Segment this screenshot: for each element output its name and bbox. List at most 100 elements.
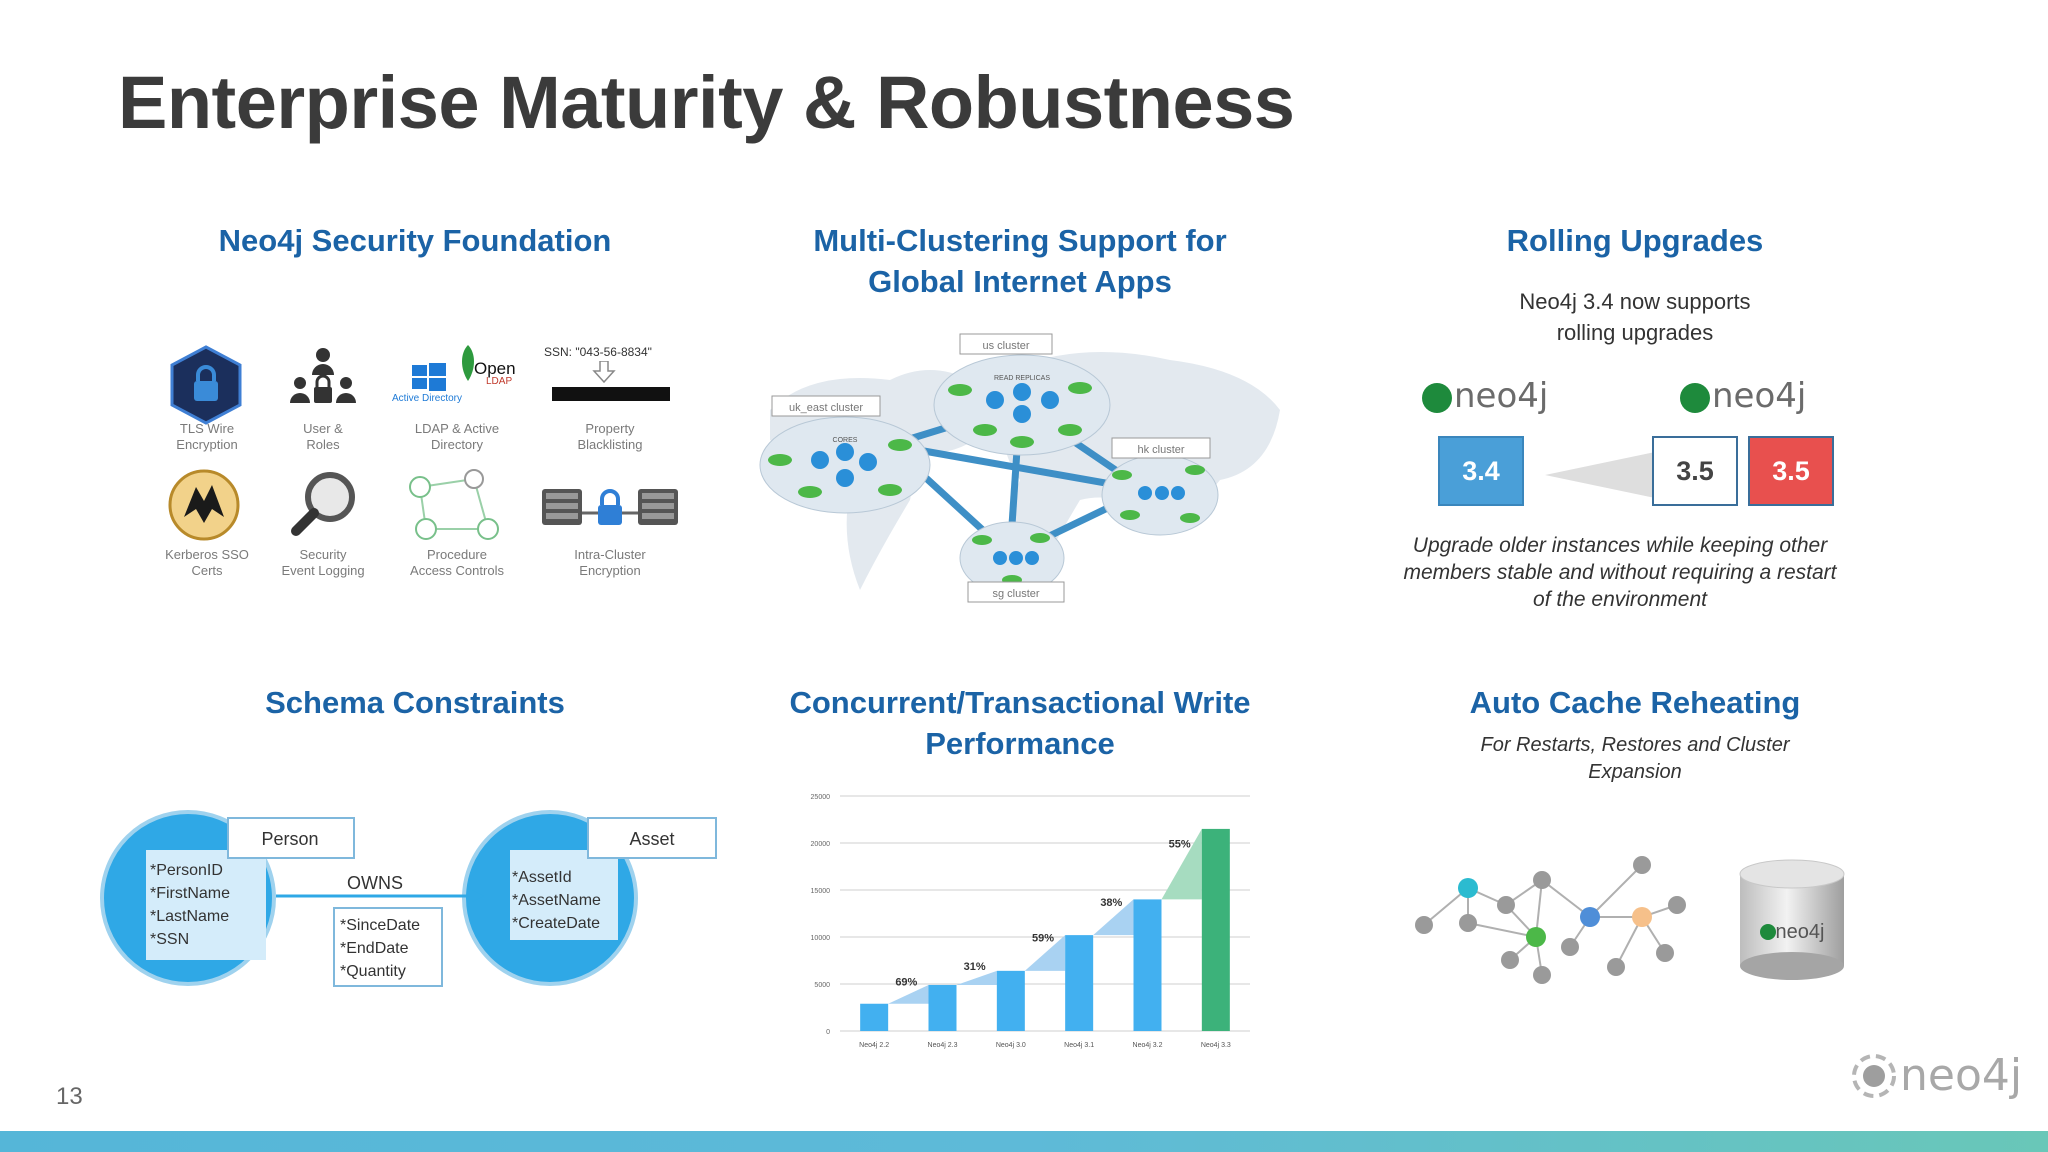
chart-x-tick: Neo4j 3.2: [1133, 1042, 1163, 1049]
owns-prop-3: *Quantity: [340, 963, 406, 980]
magnifier-icon: [291, 472, 355, 536]
sec-label-2b: Roles: [306, 437, 340, 452]
asset-prop-2: *AssetName: [512, 892, 601, 909]
chart-y-tick: 5000: [814, 982, 830, 989]
replica-label: READ REPLICAS: [994, 375, 1050, 382]
cluster-label-sg: sg cluster: [992, 588, 1039, 600]
chart-growth-label: 38%: [1100, 897, 1122, 909]
sec-label-7a: Procedure: [427, 547, 487, 562]
cache-subtitle-line1: For Restarts, Restores and Cluster: [1480, 734, 1790, 756]
owns-prop-1: *SinceDate: [340, 917, 420, 934]
rolling-subtitle-line1: Neo4j 3.4 now supports: [1519, 289, 1751, 314]
ldap-text: LDAP: [486, 376, 513, 387]
chart-bar: [860, 1003, 889, 1031]
neo4j-globe-icon: [1680, 382, 1710, 413]
person-prop-3: *LastName: [150, 908, 229, 925]
cluster-world-map: us cluster uk_east cluster hk cluster sg…: [759, 333, 1280, 603]
chart-y-tick: 10000: [811, 935, 831, 942]
sec-label-1b: Encryption: [176, 437, 238, 452]
shield-lock-icon: [170, 345, 242, 425]
neo4j-logo-text-old: neo4j: [1454, 376, 1549, 416]
neo4j-logo-old: neo4j: [1422, 376, 1548, 416]
version-box-new-red: 3.5: [1748, 436, 1834, 506]
sec-label-7b: Access Controls: [410, 563, 504, 578]
bottom-accent-bar: [0, 1131, 2048, 1152]
person-prop-4: *SSN: [150, 931, 189, 948]
write-perf-title-line1: Concurrent/Transactional Write: [789, 685, 1251, 720]
neo4j-logo-text-new: neo4j: [1712, 376, 1807, 416]
chart-x-tick: Neo4j 2.2: [859, 1042, 889, 1049]
sec-label-4b: Blacklisting: [577, 437, 643, 452]
cache-subtitle: For Restarts, Restores and Cluster Expan…: [1435, 732, 1835, 786]
asset-node-label: Asset: [629, 829, 674, 849]
ldap-active-directory-icon: Active Directory Open LDAP: [392, 343, 522, 413]
chart-growth-wedge: [956, 970, 997, 985]
chart-growth-wedge: [1161, 828, 1202, 900]
neo4j-graph-logo-icon: [1852, 1054, 1896, 1098]
redacted-property-icon: SSN: "043-56-8834": [544, 345, 674, 415]
sec-label-8a: Intra-Cluster: [574, 547, 646, 562]
rolling-subtitle: Neo4j 3.4 now supports rolling upgrades: [1435, 286, 1835, 348]
chart-growth-label: 31%: [964, 961, 986, 973]
ssn-text: SSN: "043-56-8834": [544, 345, 652, 359]
multicluster-title-line1: Multi-Clustering Support for: [813, 223, 1227, 258]
sec-label-3b: Directory: [430, 437, 483, 452]
open-ldap-text: Open: [474, 359, 516, 378]
version-box-new-white: 3.5: [1652, 436, 1738, 506]
chart-y-tick: 0: [826, 1029, 830, 1036]
neo4j-logo-new: neo4j: [1680, 376, 1806, 416]
multicluster-title: Multi-Clustering Support for Global Inte…: [760, 220, 1280, 302]
chart-bar: [928, 984, 957, 1031]
chart-x-tick: Neo4j 3.0: [996, 1042, 1026, 1049]
sec-label-2a: User &: [303, 421, 343, 436]
person-node-label: Person: [261, 829, 318, 849]
chart-growth-label: 59%: [1032, 933, 1054, 945]
sec-label-6a: Security: [299, 547, 347, 562]
security-title: Neo4j Security Foundation: [218, 223, 612, 258]
asset-prop-1: *AssetId: [512, 869, 572, 886]
sec-label-5a: Kerberos SSO: [165, 547, 249, 562]
cluster-label-us: us cluster: [982, 340, 1029, 352]
procedure-graph-icon: [409, 469, 499, 540]
cluster-label-hk: hk cluster: [1137, 444, 1184, 456]
rolling-subtitle-line2: rolling upgrades: [1556, 320, 1714, 345]
owns-prop-2: *EndDate: [340, 940, 409, 957]
write-perf-title-line2: Performance: [925, 726, 1115, 761]
slide-title: Enterprise Maturity & Robustness: [118, 61, 1295, 144]
chart-bar: [996, 970, 1025, 1031]
chart-bar: [1133, 899, 1162, 1031]
rolling-caption: Upgrade older instances while keeping ot…: [1380, 532, 1860, 613]
write-performance-chart: 050001000015000200002500069%31%59%38%55%…: [811, 794, 1250, 1049]
owns-relationship-label: OWNS: [347, 873, 403, 893]
chart-x-tick: Neo4j 3.1: [1064, 1042, 1094, 1049]
active-directory-text: Active Directory: [392, 393, 463, 404]
chart-bar: [1065, 935, 1094, 1031]
chart-x-tick: Neo4j 3.3: [1201, 1042, 1231, 1049]
rolling-title: Rolling Upgrades: [1506, 223, 1764, 258]
server-lock-icon: [542, 489, 678, 525]
footer-neo4j-logo: neo4j: [1848, 1046, 2022, 1106]
chart-growth-wedge: [888, 984, 929, 1004]
rolling-caption-line1: Upgrade older instances while keeping ot…: [1412, 534, 1828, 557]
sec-label-5b: Certs: [191, 563, 223, 578]
asset-prop-3: *CreateDate: [512, 915, 600, 932]
schema-title: Schema Constraints: [265, 685, 565, 720]
neo4j-globe-icon: [1422, 382, 1452, 413]
cache-subtitle-line2: Expansion: [1588, 761, 1682, 783]
chart-growth-wedge: [1024, 935, 1066, 971]
cluster-uk-east: [759, 416, 931, 514]
cache-title: Auto Cache Reheating: [1469, 685, 1801, 720]
kerberos-icon: [168, 469, 240, 541]
chart-y-tick: 15000: [811, 888, 831, 895]
version-box-old: 3.4: [1438, 436, 1524, 506]
footer-logo-text: neo4j: [1900, 1050, 2023, 1101]
rolling-caption-line3: of the environment: [1533, 588, 1707, 611]
person-prop-1: *PersonID: [150, 862, 223, 879]
person-prop-2: *FirstName: [150, 885, 230, 902]
cluster-label-uk-east: uk_east cluster: [789, 402, 863, 414]
chart-x-tick: Neo4j 2.3: [928, 1042, 958, 1049]
write-perf-title: Concurrent/Transactional Write Performan…: [760, 682, 1280, 764]
users-lock-icon: [290, 348, 356, 403]
rolling-caption-line2: members stable and without requiring a r…: [1403, 561, 1837, 584]
